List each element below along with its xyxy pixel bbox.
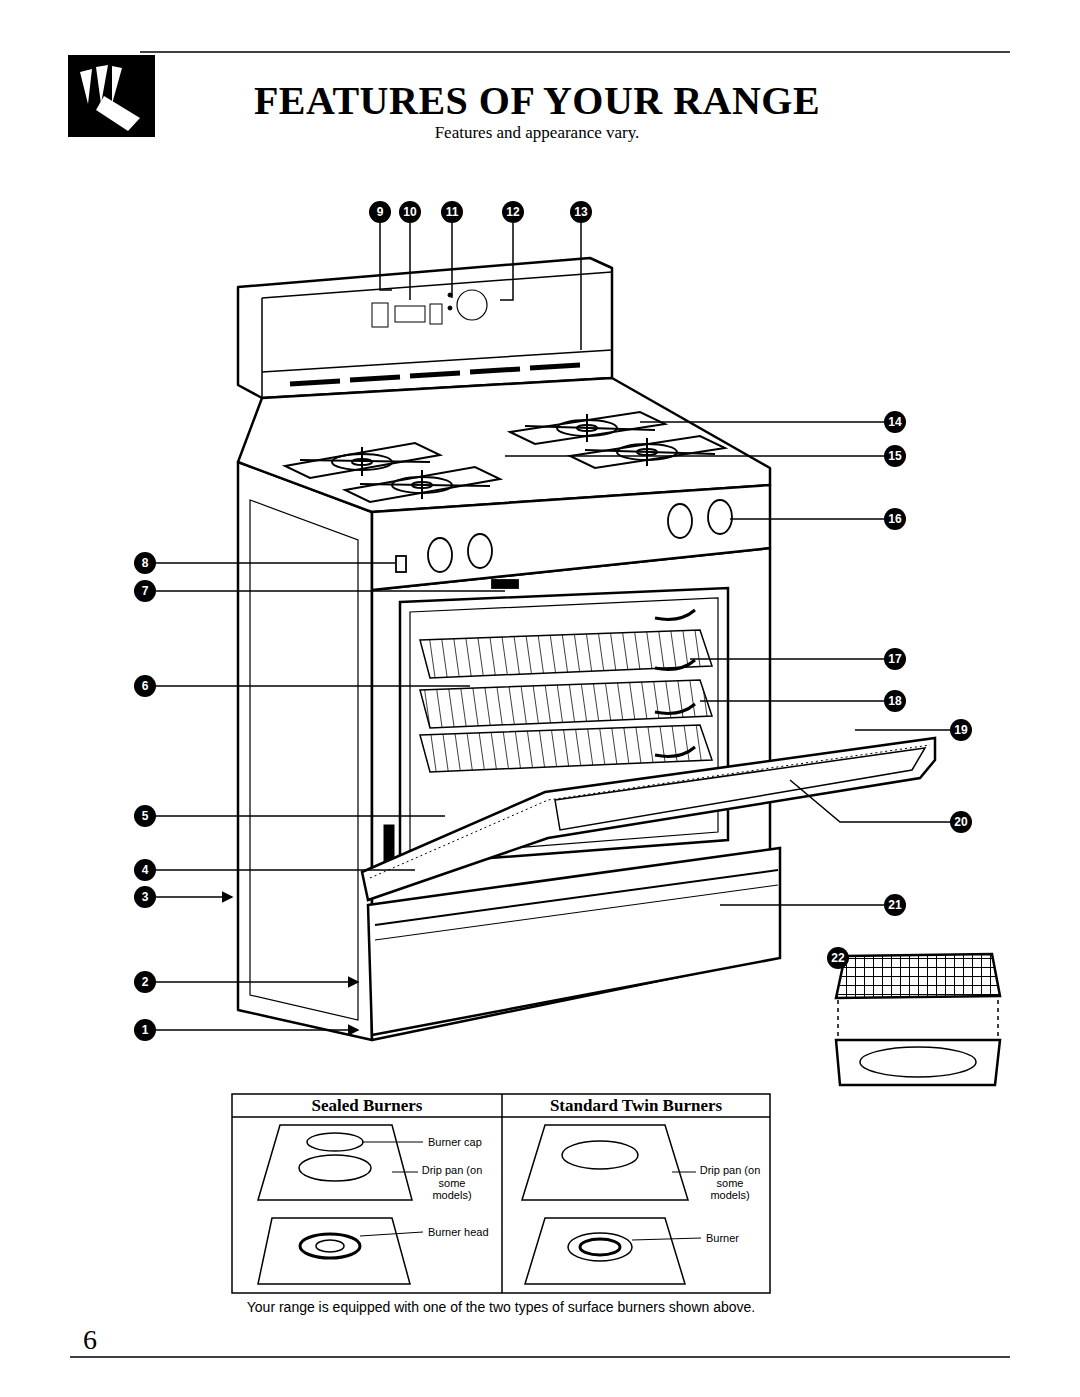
page-number: 6	[83, 1324, 97, 1356]
callout-number: 13	[570, 201, 592, 223]
part-label: Burner cap	[427, 1136, 483, 1148]
part-label: Burner head	[427, 1226, 490, 1238]
callout-number: 20	[950, 811, 972, 833]
callout-number: 10	[399, 201, 421, 223]
footnote: Your range is equipped with one of the t…	[247, 1299, 755, 1315]
callout-number: 18	[884, 690, 906, 712]
page-title: FEATURES OF YOUR RANGE	[254, 77, 820, 124]
callout-number: 14	[884, 411, 906, 433]
callout-number: 4	[134, 859, 156, 881]
part-label: Burner	[705, 1232, 740, 1244]
subtitle: Features and appearance vary.	[435, 123, 640, 143]
part-label: Drip pan (on some models)	[421, 1164, 483, 1202]
callout-number: 9	[369, 201, 391, 223]
callout-number: 19	[950, 719, 972, 741]
callout-number: 3	[134, 886, 156, 908]
part-label: Drip pan (on some models)	[699, 1164, 761, 1202]
callout-number: 22	[827, 947, 849, 969]
table-heading: Sealed Burners	[312, 1096, 423, 1116]
callout-number: 15	[884, 445, 906, 467]
callout-number: 21	[884, 894, 906, 916]
table-heading: Standard Twin Burners	[550, 1096, 722, 1116]
callout-number: 11	[441, 201, 463, 223]
callout-number: 8	[134, 552, 156, 574]
callout-number: 17	[884, 648, 906, 670]
callout-number: 6	[134, 675, 156, 697]
callout-number: 16	[884, 508, 906, 530]
callout-number: 5	[134, 805, 156, 827]
callout-number: 1	[134, 1019, 156, 1041]
callout-number: 2	[134, 971, 156, 993]
callout-number: 12	[502, 201, 524, 223]
callout-number: 7	[134, 580, 156, 602]
